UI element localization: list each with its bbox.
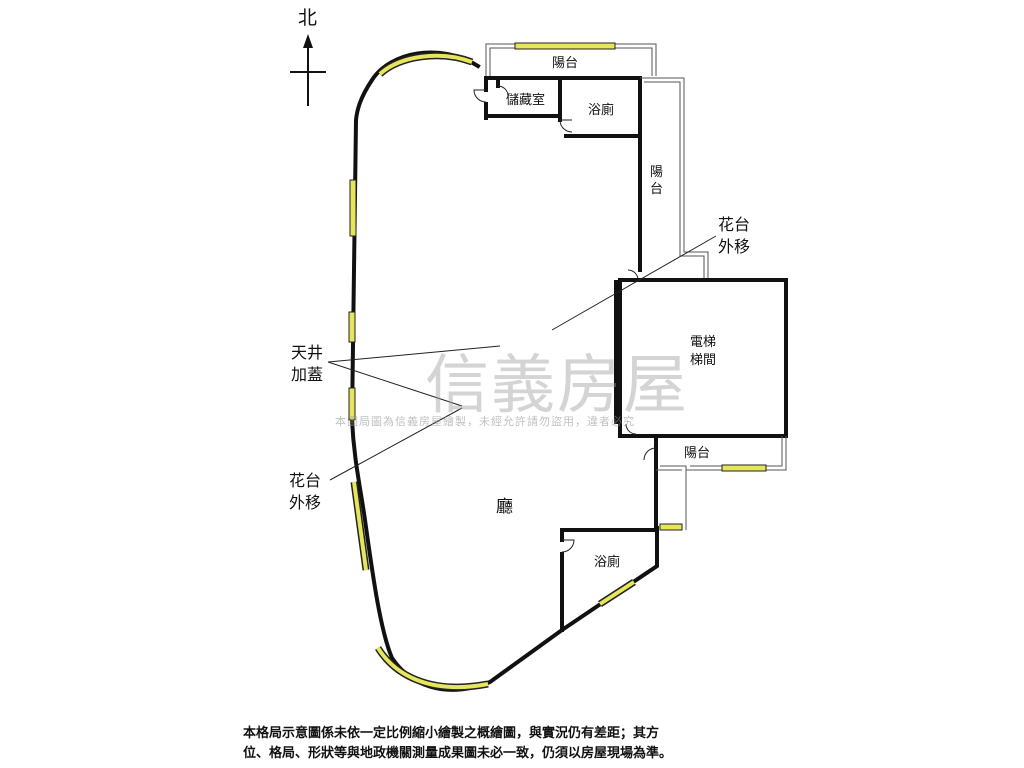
window-bath-bottom bbox=[598, 580, 636, 606]
label-balcony-right: 陽台 bbox=[650, 164, 664, 198]
door-bath-bottom bbox=[561, 539, 575, 553]
leader-planter-right bbox=[551, 235, 717, 331]
label-planter-right-1: 花台 bbox=[718, 215, 751, 234]
label-balcony-lower: 陽台 bbox=[684, 446, 710, 461]
label-storage: 儲藏室 bbox=[506, 92, 545, 108]
leader-planter-left bbox=[329, 407, 463, 481]
label-planter-left-1: 花台 bbox=[289, 471, 322, 490]
window-left-4 bbox=[352, 481, 368, 571]
north-label: 北 bbox=[298, 7, 317, 29]
label-living-room: 廳 bbox=[496, 497, 513, 517]
balcony-right bbox=[638, 77, 709, 280]
door-elevator bbox=[625, 423, 637, 435]
balcony-lower bbox=[654, 434, 787, 530]
door-balcony-lower bbox=[643, 447, 657, 461]
window-lower-right bbox=[659, 523, 683, 531]
window-left-3 bbox=[348, 387, 356, 421]
disclaimer: 本格局示意圖係未依一定比例縮小繪製之概繪圖，與實況仍有差距；其方 位、格局、形狀… bbox=[243, 724, 803, 764]
label-bathroom-top: 浴廁 bbox=[588, 102, 614, 118]
leader-skylight-2 bbox=[327, 361, 463, 407]
door-storage bbox=[473, 89, 487, 103]
label-planter-left-2: 外移 bbox=[289, 493, 322, 512]
window-left-2 bbox=[348, 311, 356, 343]
label-skylight-2: 加蓋 bbox=[291, 365, 324, 384]
label-bathroom-bottom: 浴廁 bbox=[594, 554, 620, 570]
label-skylight-1: 天井 bbox=[291, 343, 324, 362]
window-top-arc-fill bbox=[378, 53, 473, 76]
label-elevator-1: 電梯 bbox=[690, 335, 716, 350]
watermark-brand: 信義房屋 bbox=[425, 349, 689, 423]
label-balcony-top: 陽台 bbox=[552, 56, 578, 71]
window-bottom-arc bbox=[376, 646, 489, 690]
leader-skylight-1 bbox=[327, 345, 501, 363]
north-arrow-icon bbox=[290, 34, 326, 106]
label-elevator-2: 梯間 bbox=[690, 353, 716, 368]
bathroom-bottom bbox=[560, 528, 658, 632]
watermark-notice: 本圖局圖為信義房屋繪製，未經允許請勿盜用，違者必究 bbox=[335, 415, 635, 428]
disclaimer-line-2: 位、格局、形狀等與地政機關測量成果圖未必一致，仍須以房屋現場為準。 bbox=[243, 746, 673, 761]
balcony-top bbox=[485, 42, 657, 76]
storage-bathroom-block bbox=[484, 76, 642, 148]
window-left-1 bbox=[349, 179, 357, 237]
elevator-stairwell bbox=[618, 278, 788, 438]
disclaimer-line-1: 本格局示意圖係未依一定比例縮小繪製之概繪圖，與實況仍有差距；其方 bbox=[243, 726, 660, 741]
label-planter-right-2: 外移 bbox=[718, 237, 751, 256]
door-bath-top bbox=[559, 119, 573, 133]
door-storage-2 bbox=[497, 85, 509, 97]
